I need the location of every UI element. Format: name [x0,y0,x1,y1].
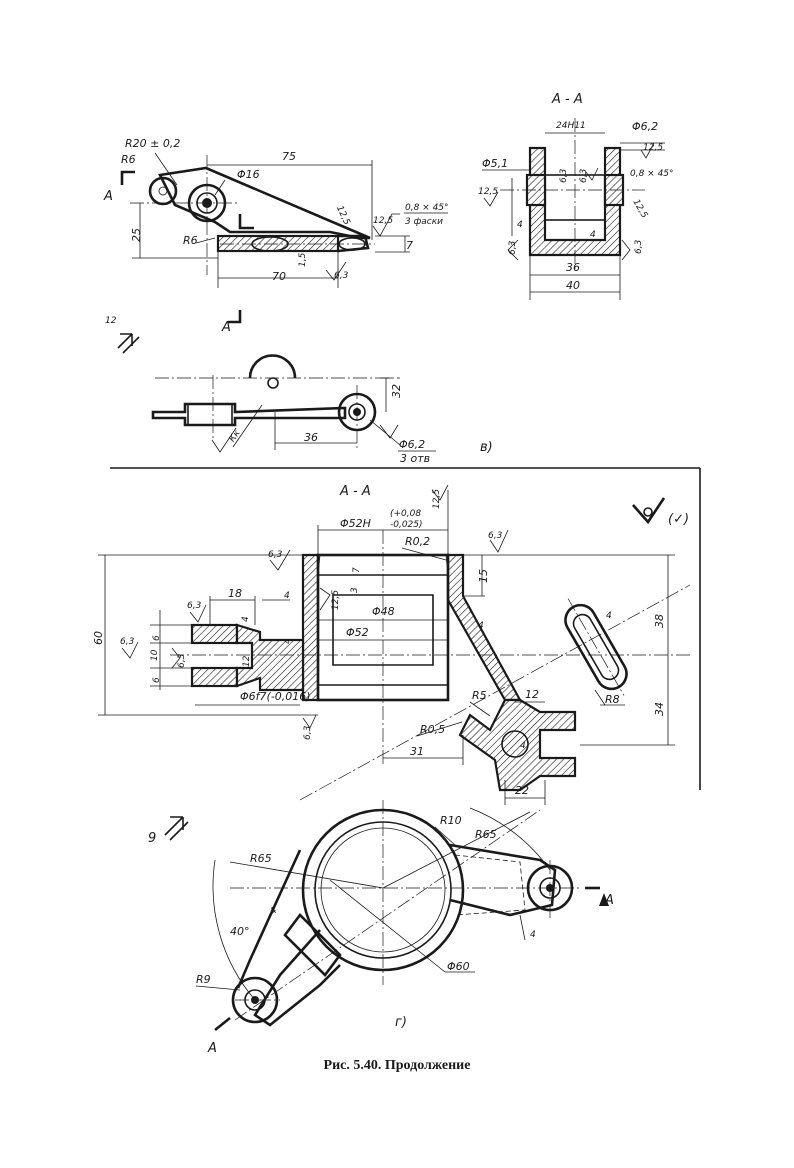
dim-4-d: 4 [283,638,293,644]
dim-6a: 6 [152,635,162,641]
dim-d52: Φ52 [346,626,369,639]
dim-r65-right: R65 [475,828,497,841]
dim-4a: 4 [517,220,523,230]
rough-6-3f: 6,3 [303,725,313,740]
rough-6-3a: 6,3 [488,531,503,541]
dim-4-slot: 4 [606,611,612,621]
dim-r10: R10 [440,814,462,827]
dim-4-c: 4 [241,616,251,622]
dim-1-5: 1,5 [298,252,308,267]
view-v-section-aa: A - A 24H11 Φ6,2 12,5 Φ5,1 12,5 6,3 6,3 … [478,92,674,300]
dim-d60: Φ60 [447,960,470,973]
dim-4-arm: 4 [478,621,484,631]
dim-36b: 36 [304,431,318,444]
view-v-side: A R20 ± 0,2 R6 Φ16 75 [103,137,449,354]
rough-6-3e: 6,3 [177,653,187,668]
rough-12-5-top: 12,5 [432,489,442,509]
rough-12-5b: 12,5 [331,590,341,610]
rough-12-5c: 12,5 [643,143,663,153]
panel-label-v: в) [480,440,493,455]
rough-6-3c: 6,3 [579,168,589,183]
section-mark-a-bottom: A [221,320,231,335]
dim-15: 15 [477,569,490,583]
view-arrow-12: 12 [105,316,117,326]
chamfer-note-a: 0,8 × 45° [405,203,449,213]
rough-12-5b: 12,5 [373,216,393,226]
dim-d6-2b: Φ6,2 [399,438,425,451]
dim-34: 34 [653,702,666,716]
dim-r8: R8 [605,693,620,706]
dim-70: 70 [272,270,286,283]
dim-4b: 4 [590,230,596,240]
dim-38: 38 [653,614,666,628]
tol-upper: (+0,08 [390,509,421,519]
section-title-aa: A - A [551,92,583,107]
dim-7: 7 [406,239,413,252]
dim-18: 18 [228,587,242,600]
rough-6-3b: 6,3 [268,550,283,560]
dim-3-g: 3 [350,587,360,593]
figure-caption: Рис. 5.40. Продолжение [323,1058,471,1073]
dim-40: 40 [566,279,580,292]
dim-r5: R5 [472,689,487,702]
dim-r9: R9 [196,973,211,986]
rough-6-3b: 6,3 [559,168,569,183]
rough-6-3c: 6,3 [187,601,202,611]
dim-d6-2a: Φ6,2 [632,120,658,133]
dim-32: 32 [390,384,403,398]
dim-12-arm: 12 [525,688,539,701]
chamfer-b: 0,8 × 45° [630,169,674,179]
dim-d6f7: Φ6f7(-0,016) [240,690,311,703]
dim-4-plan2: 4 [530,930,536,940]
section-title-aa-g: A - A [339,484,371,499]
general-roughness: (✓) [668,512,689,527]
rough-6-3d: 6,3 [120,637,135,647]
rough-6-3: 6,3 [334,271,349,281]
section-mark-a-left: A [207,1041,217,1056]
tol-lower: -0,025) [390,520,423,530]
dim-10: 10 [150,649,160,661]
dim-r20: R20 ± 0,2 [125,137,180,150]
dim-d16: Φ16 [237,168,260,181]
dim-60: 60 [92,631,105,645]
dim-25: 25 [130,228,143,242]
dim-12-lug: 12 [242,655,252,667]
dim-6b: 6 [152,677,162,683]
dim-22: 22 [515,784,529,797]
dim-r6-low: R6 [183,234,198,247]
section-mark-a-top: A [103,189,113,204]
dim-d5-1: Φ5,1 [482,157,508,170]
section-mark-a-right: A [604,893,614,908]
view-arrow-9: 9 [148,831,156,846]
rough-12-5d: 12,5 [478,187,498,197]
dim-r6-top: R6 [121,153,136,166]
rough-12-5e: 12,5 [630,198,649,221]
dim-r65-left: R65 [250,852,272,865]
panel-label-g: г) [395,1015,407,1030]
view-g-plan: 9 R65 R65 R10 40° 4 [148,800,614,1056]
dim-r0-2: R0,2 [405,535,430,548]
dim-d52h: Φ52H [340,517,371,530]
dim-24h11: 24H11 [556,121,586,131]
dim-36a: 36 [566,261,580,274]
view-g-section-aa: A - A (✓) Φ52H (+0,08 [92,484,691,805]
dim-4-plan: 4 [268,906,279,917]
dim-4-arm2: 4 [520,741,526,751]
dim-d48: Φ48 [372,605,395,618]
dim-4-lug: 4 [284,591,290,601]
chamfer-count: 3 фаски [405,217,443,227]
view-v-plan: 36 32 Кк Φ6,2 3 отв в) [151,354,493,465]
dim-75: 75 [282,150,296,163]
mark-kk: Кк [228,428,243,444]
rough-6-3d: 6,3 [508,240,518,255]
holes-note: 3 отв [400,452,430,465]
rough-6-3e: 6,3 [634,239,644,254]
dim-31: 31 [410,745,424,758]
dim-7-g: 7 [352,567,362,573]
dim-40deg: 40° [230,925,250,938]
